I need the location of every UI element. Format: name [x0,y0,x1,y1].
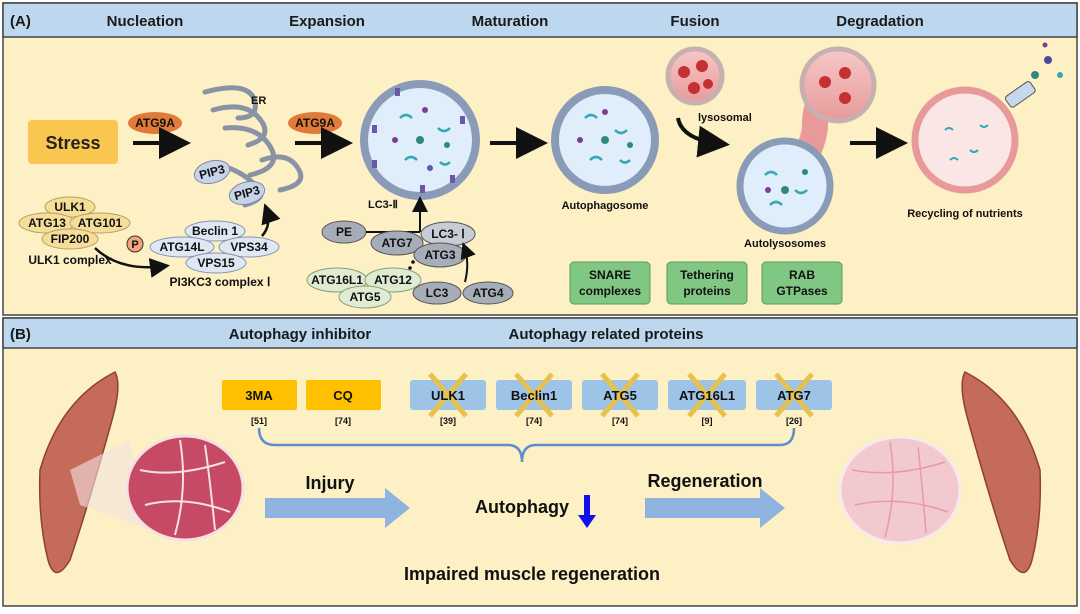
lysosomal-label: lysosomal [698,112,752,124]
pi3kc3-item: Beclin 1 [192,224,238,238]
lc3i-label: LC3- Ⅰ [431,227,465,241]
protein-box: ATG5 [74] [582,372,658,426]
arrow-pi3kc3-pip3 [261,203,281,237]
protein-box: Beclin1 [74] [496,372,572,426]
lysosome [665,46,725,106]
protein-ref: [9] [702,416,713,426]
lc3ii-label: LC3-Ⅱ [368,199,398,211]
protein-name: ATG7 [777,388,811,403]
panel-b: (B) Autophagy inhibitor Autophagy relate… [2,317,1078,607]
autophagosome [551,86,659,194]
pe-label: PE [336,225,352,239]
protein-name: Beclin1 [511,388,557,403]
pip3-oval-1 [193,159,231,185]
panel-b-label: (B) [10,326,31,343]
lc3-pathway: PE ATG7 LC3- Ⅰ ATG3 ATG16L1 ATG12 ATG5 L… [306,196,514,309]
atg4-label: ATG4 [472,286,503,300]
bracket [257,427,796,463]
atg16l1-label: ATG16L1 [311,273,363,287]
injury-arrow [265,488,410,528]
panel-a-frame [2,2,1078,316]
panel-a: (A) Nucleation Expansion Maturation Fusi… [2,2,1078,316]
muscle-right [838,370,1042,574]
recycling-vesicle [911,42,1063,194]
pip3-label-1: PIP3 [198,162,227,182]
autolysosome [736,46,877,235]
regeneration-arrow [645,488,785,528]
inhibitor-ref: [74] [335,416,351,426]
injury-label: Injury [305,473,354,493]
inhibitor-ref: [51] [251,416,267,426]
atg3-label: ATG3 [424,248,455,262]
inhibitor-box [222,380,297,410]
arrow-ulk1-pi3kc3 [94,247,170,278]
ulk1-complex-item: FIP200 [51,232,90,246]
protein-ref: [39] [440,416,456,426]
ulk1-complex: ULK1 ATG13 ATG101 FIP200 ULK1 complex [18,196,131,267]
pip3-oval-2 [228,180,266,206]
stress-label: Stress [45,133,100,153]
stage-nucleation: Nucleation [107,13,184,30]
phagophore [360,80,480,200]
atg9a-label-1: ATG9A [135,116,175,130]
protein-box: ATG7 [26] [756,372,832,426]
protein-ref: [74] [612,416,628,426]
atg12-label: ATG12 [374,273,412,287]
ulk1-complex-label: ULK1 complex [28,253,112,267]
pi3kc3-complex: Beclin 1 ATG14L VPS34 VPS15 PI3KC3 compl… [149,220,280,289]
pip3-label-2: PIP3 [233,183,262,203]
protein-box: ATG16L1 [9] [668,372,746,426]
panel-b-header [2,317,1078,349]
muscle-left [38,370,245,574]
pi3kc3-item: VPS34 [230,240,268,254]
outcome-label: Impaired muscle regeneration [404,564,660,584]
protein-name: ATG16L1 [679,388,735,403]
autophagy-down-arrow [578,495,596,528]
lc3-label: LC3 [426,286,449,300]
phospho-badge [126,235,144,253]
stage-degradation: Degradation [836,13,924,30]
inhibitor-name: CQ [333,388,353,403]
atg5-label: ATG5 [349,290,380,304]
pi3kc3-label: PI3KC3 complex Ⅰ [170,275,271,289]
autophagosome-label: Autophagosome [562,200,649,212]
inhibitor-box [306,380,381,410]
protein-name: ULK1 [431,388,465,403]
pi3kc3-item: VPS15 [197,256,235,270]
protein-box: ULK1 [39] [410,372,486,426]
stage-maturation: Maturation [472,13,549,30]
er-label: ER [251,95,266,107]
regeneration-label: Regeneration [647,471,762,491]
inhibitor-header: Autophagy inhibitor [229,326,372,343]
protein-ref: [26] [786,416,802,426]
stage-fusion: Fusion [670,13,719,30]
proteins-header: Autophagy related proteins [508,326,703,343]
inhibitor-name: 3MA [245,388,273,403]
panel-a-label: (A) [10,13,31,30]
stage-expansion: Expansion [289,13,365,30]
pi3kc3-item: ATG14L [159,240,204,254]
phospho-label: P [131,239,138,251]
arrow-fusion [676,117,730,158]
stress-box [28,120,118,164]
panel-a-header [2,2,1078,38]
ulk1-complex-item: ULK1 [54,200,86,214]
autolysosomes-label: Autolysosomes [744,238,826,250]
protein-ref: [74] [526,416,542,426]
ulk1-complex-item: ATG101 [78,216,123,230]
autophagy-label: Autophagy [475,497,569,517]
atg7-label: ATG7 [381,236,412,250]
protein-name: ATG5 [603,388,637,403]
atg9a-label-2: ATG9A [295,116,335,130]
ulk1-complex-item: ATG13 [28,216,66,230]
recycling-label: Recycling of nutrients [907,208,1023,220]
